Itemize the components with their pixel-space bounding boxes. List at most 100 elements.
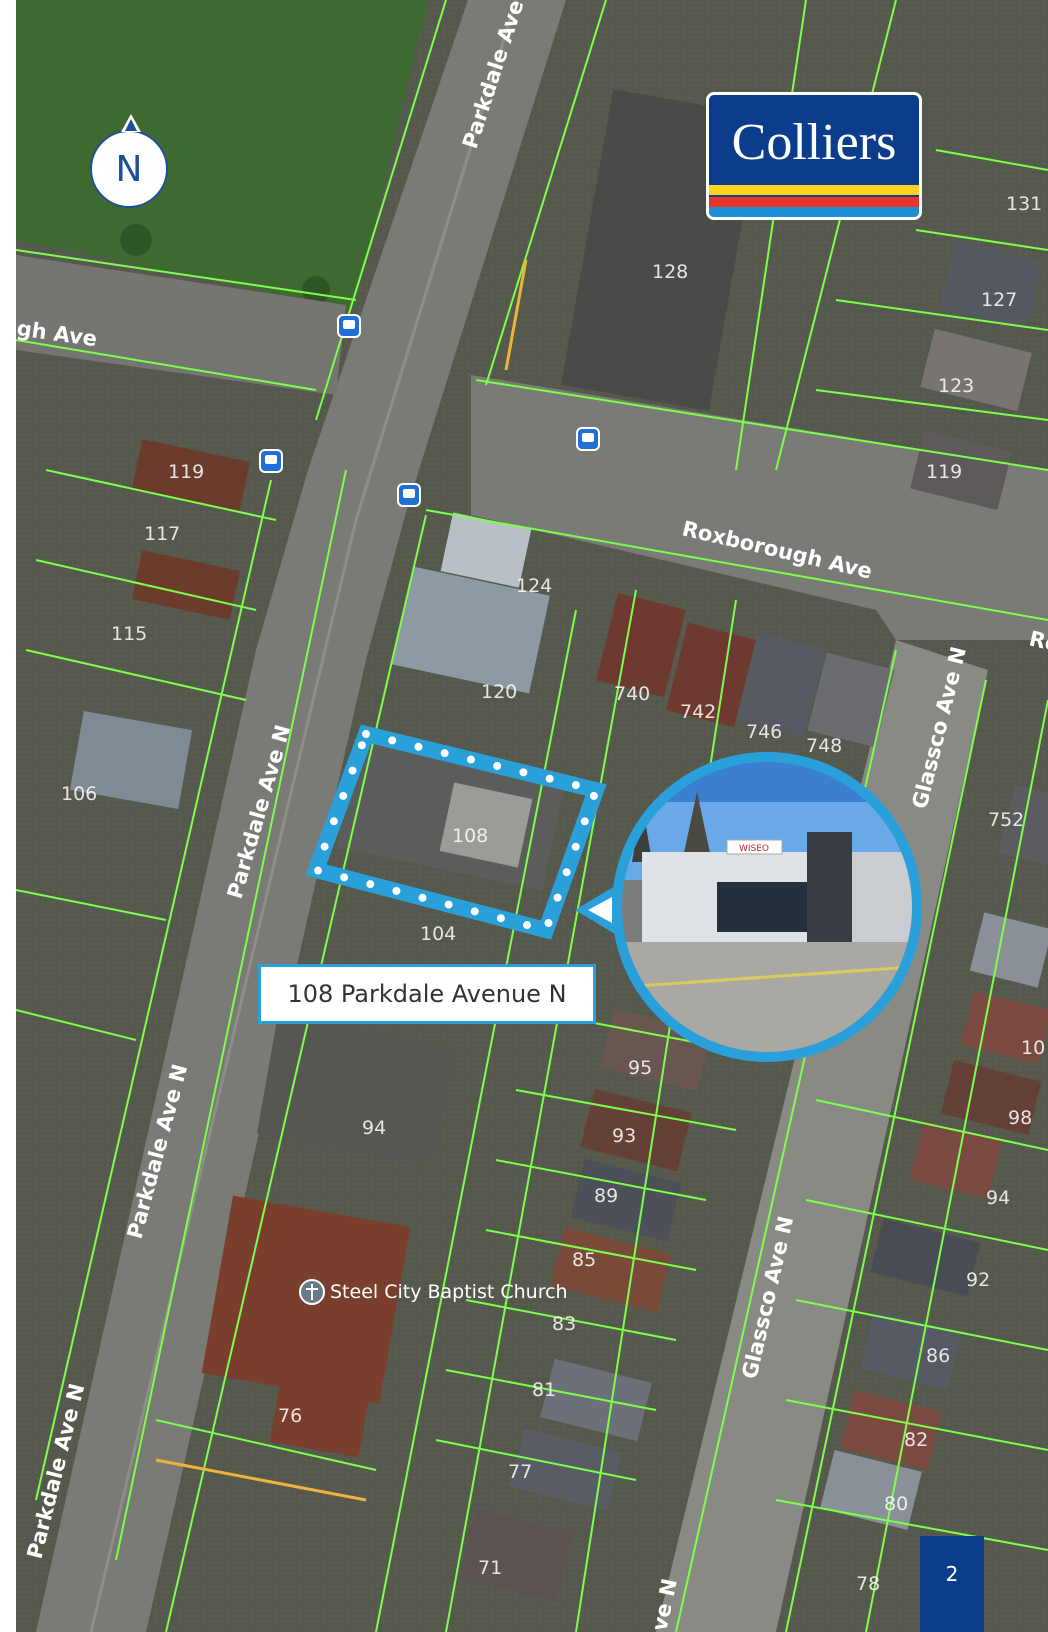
building [392, 566, 550, 694]
house [820, 1450, 922, 1530]
lot-number: 104 [420, 923, 456, 945]
lot-number: 119 [926, 461, 962, 483]
photo-road-line [622, 965, 912, 989]
photo-sign-text: WISEO [739, 844, 769, 854]
tree [120, 224, 152, 256]
lot-number: 117 [144, 523, 180, 545]
lot-number: 95 [628, 1057, 652, 1079]
house [969, 912, 1048, 988]
house [132, 439, 250, 511]
bus-stop-icon[interactable] [397, 483, 421, 507]
lot-number: 115 [111, 623, 147, 645]
tree [302, 276, 330, 304]
page-number-tab: 2 [920, 1536, 984, 1632]
lot-number: 128 [652, 261, 688, 283]
photo-tree [682, 792, 712, 862]
lot-number: 85 [572, 1249, 596, 1271]
bus-stop-icon[interactable] [337, 314, 361, 338]
callout-pointer-inner [588, 897, 612, 923]
property-photo-callout[interactable]: WISEO [612, 752, 922, 1062]
brand-wordmark: Colliers [731, 114, 897, 171]
lot-number: 94 [362, 1117, 386, 1139]
lot-number: 124 [516, 575, 552, 597]
house [596, 592, 686, 698]
house [870, 1218, 981, 1297]
lot-number: 81 [532, 1379, 556, 1401]
lot-number: 10 [1021, 1037, 1045, 1059]
house [909, 1121, 1003, 1199]
lot-number: 93 [612, 1125, 636, 1147]
lot-number: 123 [938, 375, 974, 397]
house [920, 328, 1032, 412]
lot-number: 77 [508, 1461, 532, 1483]
lot-number: 78 [856, 1573, 880, 1595]
bus-stop-icon[interactable] [259, 449, 283, 473]
bus-stop-icon[interactable] [576, 427, 600, 451]
house [960, 991, 1048, 1064]
house [459, 1508, 573, 1602]
house [510, 1428, 622, 1512]
building [440, 512, 532, 588]
lot-number: 120 [481, 681, 517, 703]
street-label: Ro [1027, 626, 1048, 656]
logo-stripe-blue [709, 207, 919, 217]
building [269, 1362, 373, 1458]
lot-number: 746 [746, 721, 782, 743]
lot-number: 76 [278, 1405, 302, 1427]
lot-number: 92 [966, 1269, 990, 1291]
lot-number: 740 [614, 683, 650, 705]
lot-number: 108 [452, 825, 488, 847]
house [131, 550, 241, 620]
subject-parcel-dots [310, 729, 602, 935]
north-label: N [115, 148, 143, 190]
house [540, 1358, 652, 1442]
house [998, 784, 1048, 866]
house [938, 240, 1044, 330]
building [69, 711, 193, 809]
address-text: 108 Parkdale Avenue N [287, 980, 567, 1008]
parcel-lines [16, 0, 1048, 1632]
photo-neighbor [852, 852, 912, 942]
house [666, 622, 756, 728]
house [840, 1390, 942, 1470]
lot-number: 742 [680, 701, 716, 723]
photo-building-tower [807, 832, 852, 942]
roxborough-ave-road [471, 375, 1048, 640]
house [860, 1310, 962, 1390]
logo-stripe-red [709, 197, 919, 207]
house [580, 1088, 692, 1172]
poi-label: Steel City Baptist Church [330, 1281, 568, 1303]
lot-number: 86 [926, 1345, 950, 1367]
lot-number: 82 [904, 1429, 928, 1451]
lot-number: 106 [61, 783, 97, 805]
north-arrow: N [90, 114, 168, 208]
parkdale-ave-road [36, 0, 566, 1632]
lot-number: 127 [981, 289, 1017, 311]
photo-tree [632, 802, 652, 862]
logo-stripe-yellow [709, 185, 919, 195]
church-pin-icon[interactable] [299, 1279, 325, 1305]
lot-number: 748 [806, 735, 842, 757]
page-number: 2 [945, 1562, 959, 1586]
lot-number: 71 [478, 1557, 502, 1579]
house [807, 652, 895, 748]
lot-number: 98 [1008, 1107, 1032, 1129]
colliers-logo: Colliers [706, 92, 922, 220]
building [256, 1015, 456, 1165]
photo-sign [726, 839, 783, 855]
lot-number: 83 [552, 1313, 576, 1335]
house [736, 632, 826, 738]
lot-number: 131 [1006, 193, 1042, 215]
west-cross-street [16, 255, 346, 395]
lot-number: 89 [594, 1185, 618, 1207]
parcel-accent-line [155, 1458, 367, 1502]
park-field [16, 0, 428, 310]
lot-number: 94 [986, 1187, 1010, 1209]
building [439, 782, 533, 868]
lot-number: 80 [884, 1493, 908, 1515]
lot-number: 752 [988, 809, 1024, 831]
parcel-accent-line [504, 259, 528, 371]
house [910, 430, 1012, 510]
lot-number: 119 [168, 461, 204, 483]
property-photo: WISEO [622, 762, 912, 1052]
